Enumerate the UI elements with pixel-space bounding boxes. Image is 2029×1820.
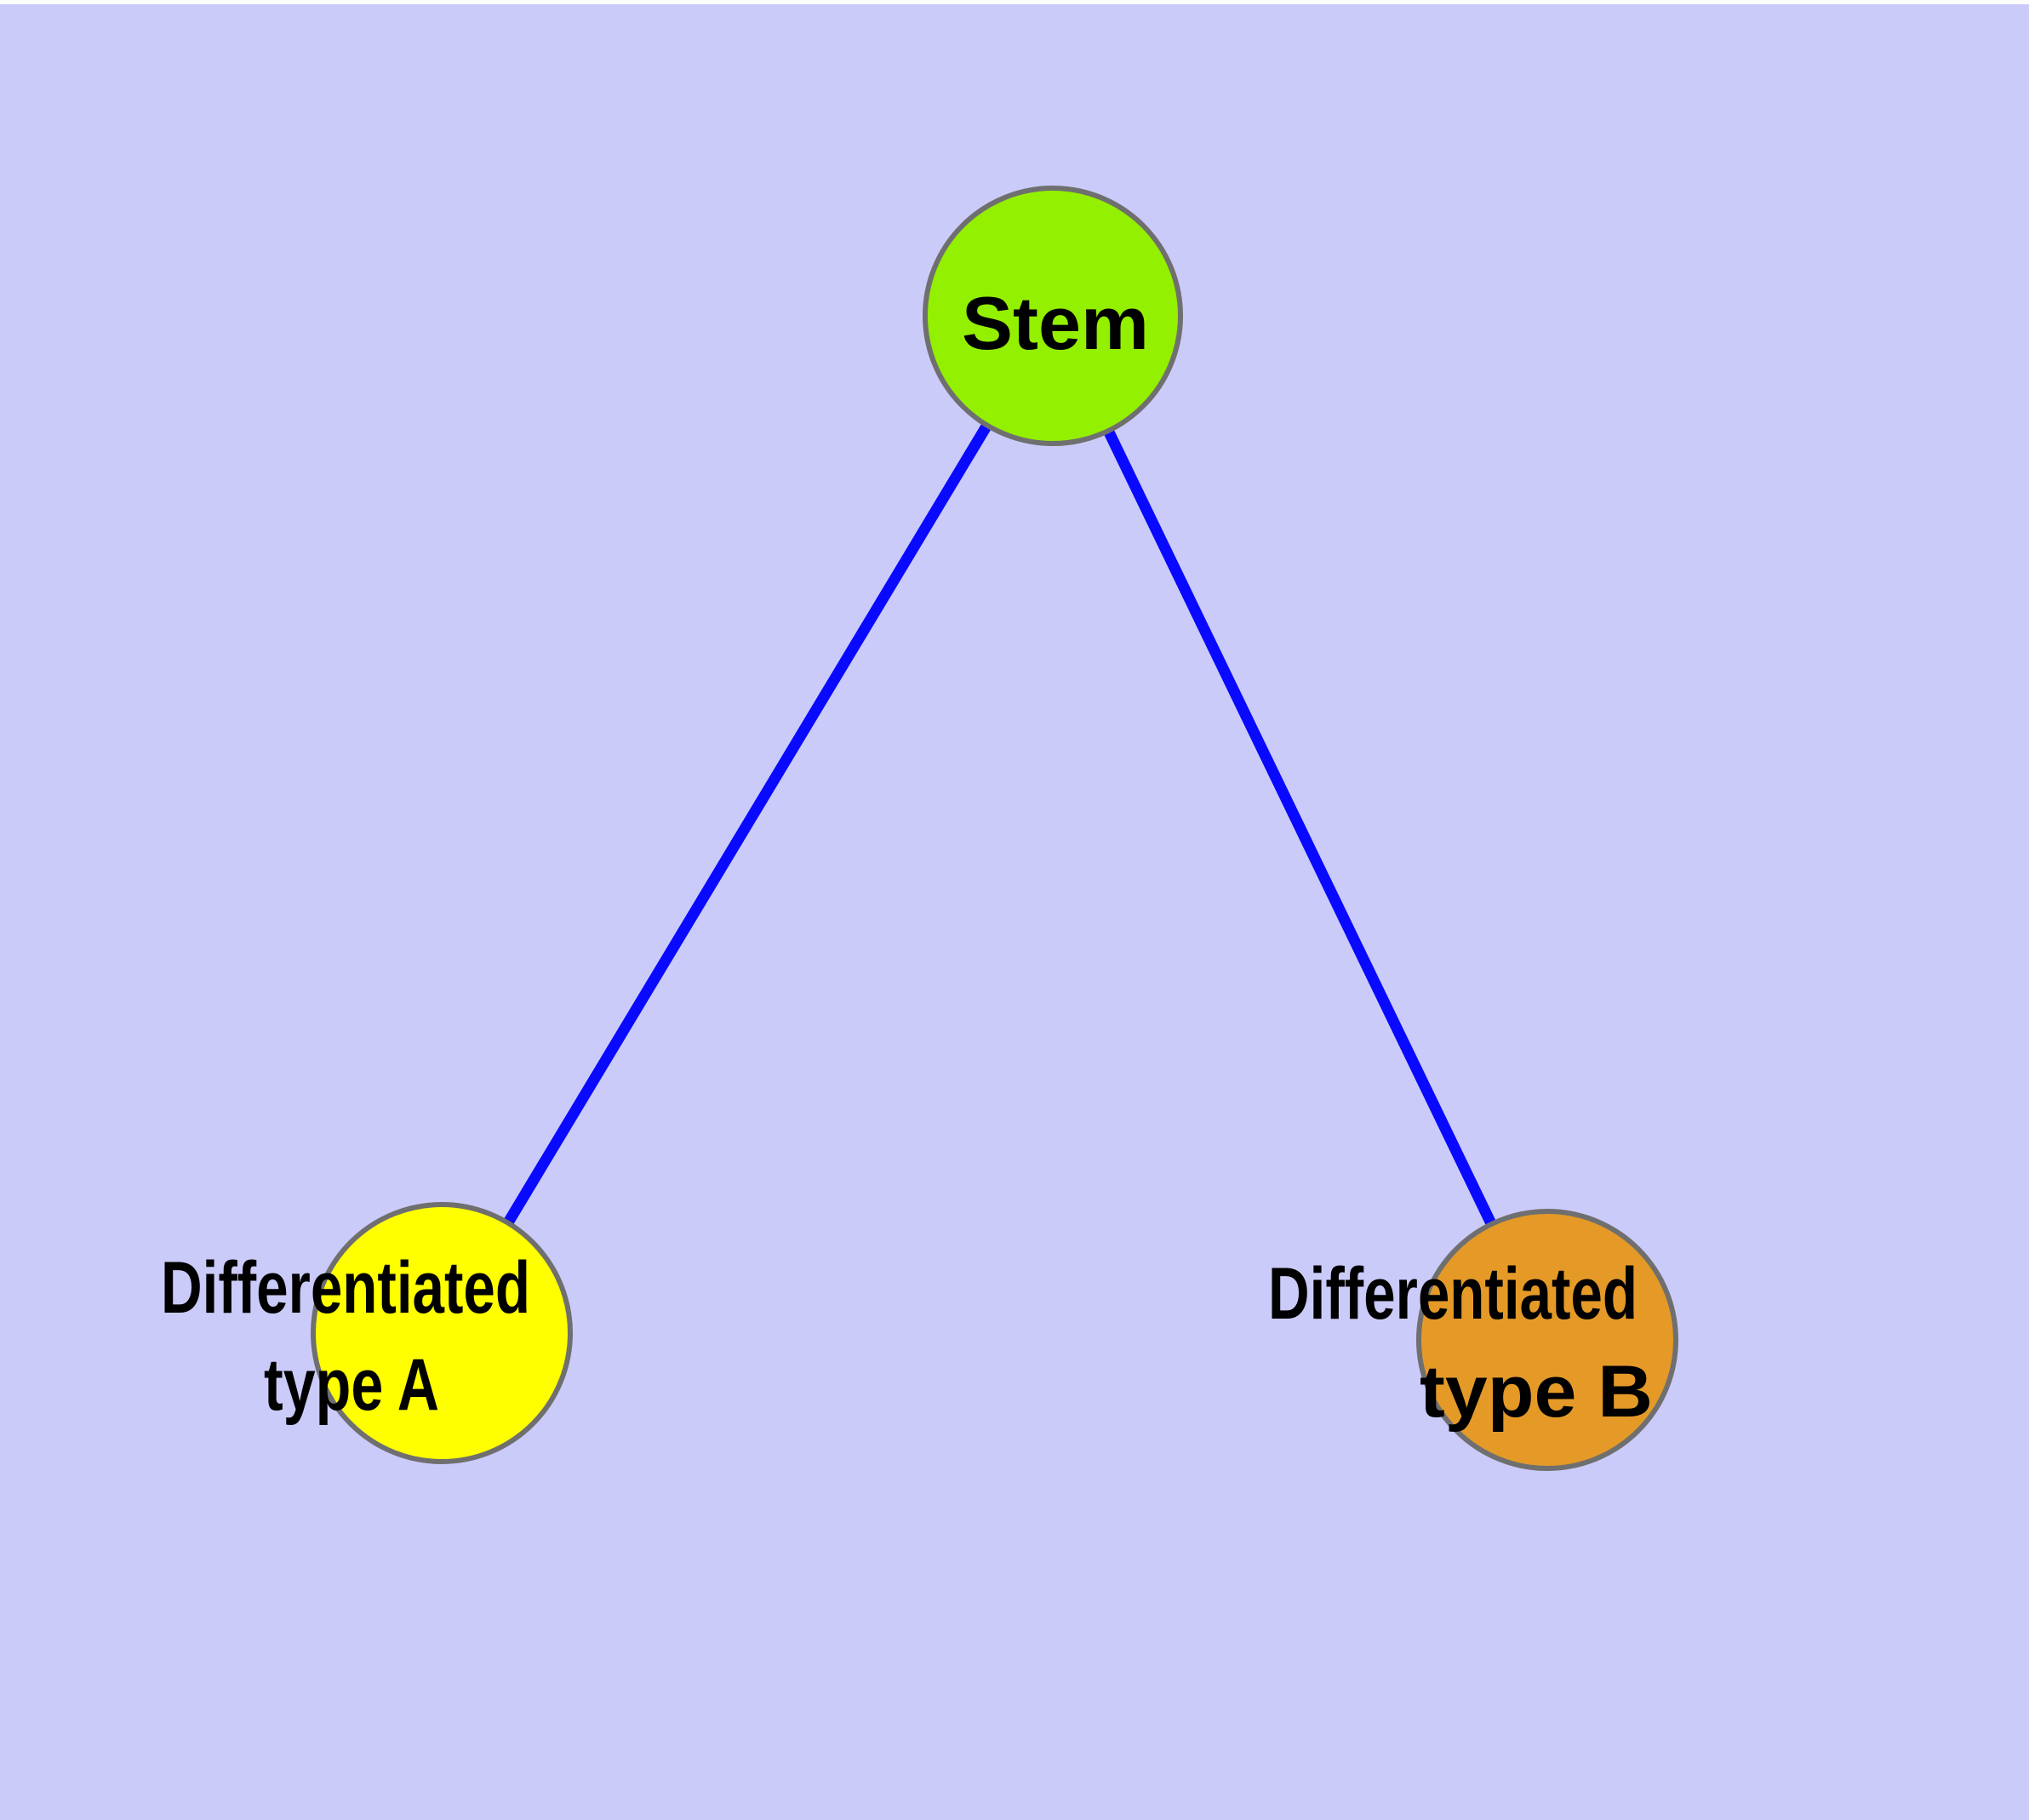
edge-stem-diff-a [437,312,1058,1336]
node-label-stem-line-1: Stem [962,281,1149,365]
node-label-diff-b-line-2: type B [1420,1351,1653,1433]
node-stem [923,186,1183,446]
node-diff-a [311,1202,573,1464]
node-label-diff-a-line-1: Differentiated [161,1247,530,1329]
node-label-diff-a-line-2: type A [264,1344,439,1426]
node-label-diff-b-line-1: Differentiated [1268,1253,1637,1335]
edge-stem-diff-b [1048,313,1552,1342]
node-diff-b [1416,1209,1678,1471]
top-margin-strip [0,0,2029,4]
